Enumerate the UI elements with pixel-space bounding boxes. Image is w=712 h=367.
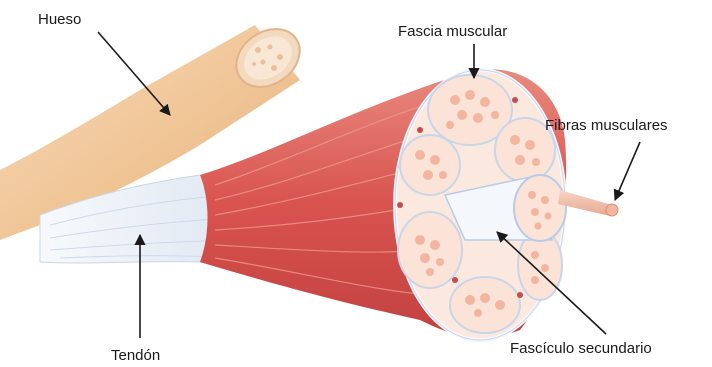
label-fascia: Fascia muscular: [398, 24, 507, 39]
label-muscle-fibers: Fibras musculares: [545, 118, 668, 133]
fibers-leader-line: [615, 142, 640, 200]
label-secondary-fascicle: Fascículo secundario: [510, 341, 652, 356]
label-tendon: Tendón: [111, 348, 160, 363]
label-bone: Hueso: [38, 12, 81, 27]
muscle-fiber: [558, 190, 618, 216]
